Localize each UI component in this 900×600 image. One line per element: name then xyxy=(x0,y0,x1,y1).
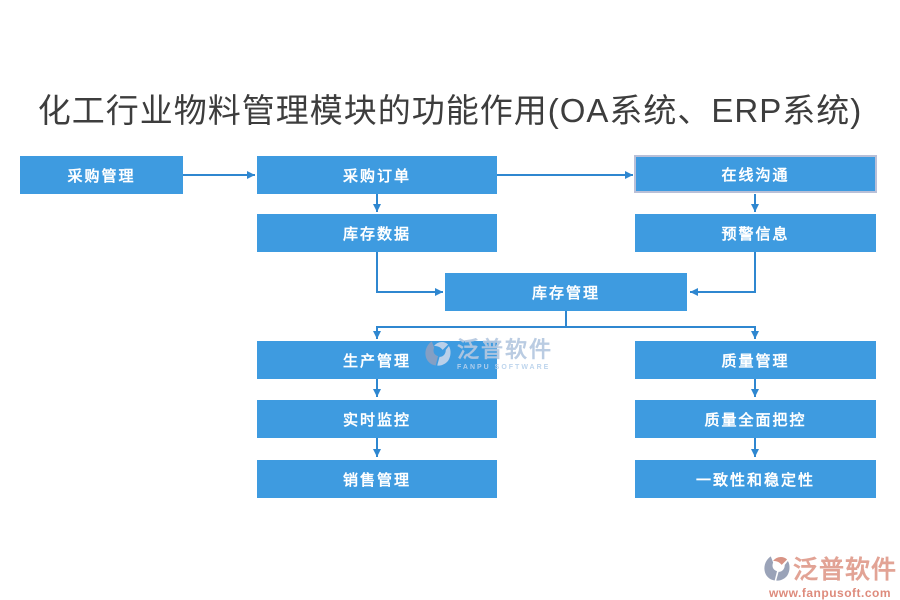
page-title: 化工行业物料管理模块的功能作用(OA系统、ERP系统) xyxy=(37,92,863,129)
node-realtime-monitoring: 实时监控 xyxy=(257,400,497,438)
node-purchase-management: 采购管理 xyxy=(20,156,183,194)
node-sales-management: 销售管理 xyxy=(257,460,497,498)
footer-logo-row: 泛普软件 xyxy=(763,550,897,586)
node-online-communication: 在线沟通 xyxy=(634,155,877,193)
node-production-management: 生产管理 xyxy=(257,341,497,379)
node-consistency-stability: 一致性和稳定性 xyxy=(635,460,876,498)
node-purchase-order: 采购订单 xyxy=(257,156,497,194)
node-quality-management: 质量管理 xyxy=(635,341,876,379)
connector-inventorydata-to-inventorymgmt xyxy=(376,252,443,296)
footer-brand: 泛普软件 xyxy=(793,556,898,584)
fanpu-logo-icon xyxy=(764,556,790,581)
node-inventory-management: 库存管理 xyxy=(445,273,687,311)
footer-logo: 泛普软件 www.fanpusoft.com xyxy=(764,550,896,600)
node-inventory-data: 库存数据 xyxy=(257,214,497,252)
node-warning-info: 预警信息 xyxy=(635,214,876,252)
node-quality-full-control: 质量全面把控 xyxy=(635,400,876,438)
footer-url: www.fanpusoft.com xyxy=(768,586,892,600)
connector-warning-to-inventorymgmt xyxy=(690,252,756,296)
